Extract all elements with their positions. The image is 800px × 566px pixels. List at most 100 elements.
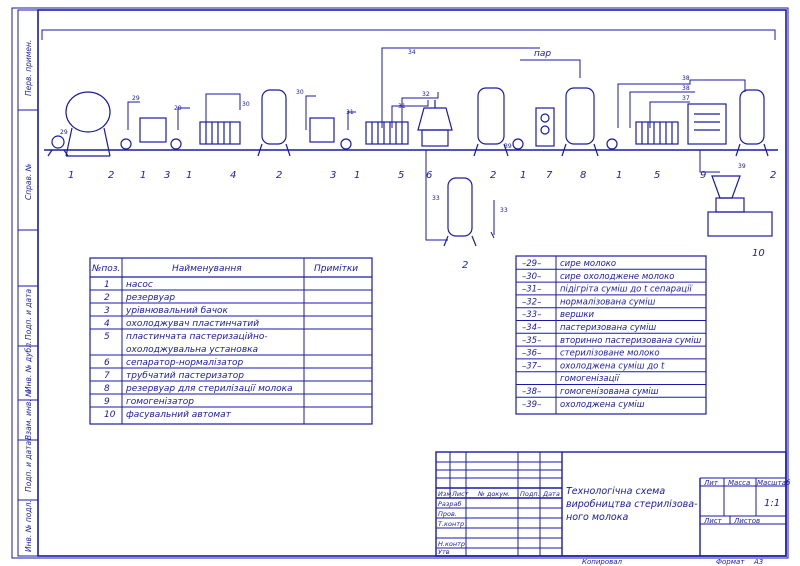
line-description: нормалізована суміш [560, 297, 655, 307]
scheme-number: 2 [462, 260, 468, 271]
scheme-number: 1 [186, 170, 192, 181]
line-description: гомогенізована суміш [560, 387, 659, 397]
mass-label: Масса [728, 479, 750, 487]
side-label: Перв. примен. [24, 40, 33, 96]
process-lines [41, 29, 778, 241]
side-label: Подп. и дата [24, 289, 33, 340]
row-label: Пров. [438, 510, 457, 518]
side-label: Инв. № подл. [24, 500, 33, 552]
component-name: охолоджувальна установка [126, 345, 258, 355]
filling-machine [707, 175, 773, 237]
line-code: –29– [522, 259, 541, 269]
line-code: 29 [60, 129, 68, 136]
component-pos: 1 [104, 280, 110, 290]
scheme-number: 1 [354, 170, 360, 181]
line-code: 32 [422, 91, 430, 98]
scheme-number: 1 [68, 170, 74, 181]
title-line: виробництва стерилізова- [566, 499, 698, 510]
scheme-number: 3 [330, 170, 336, 181]
row-label: Утв [438, 548, 450, 556]
line-code: –33– [522, 310, 541, 320]
scheme-number: 4 [230, 170, 236, 181]
line-code: 38 [682, 85, 690, 92]
copied-label: Копировал [582, 558, 623, 566]
line-code: 37 [682, 95, 690, 102]
table-header-name: Найменування [172, 264, 242, 274]
line-code: 39 [504, 143, 512, 150]
col-label: № докум. [477, 490, 510, 498]
table-header-notes: Примітки [314, 264, 358, 274]
plate-cooler [199, 121, 241, 145]
scale-label: Масштаб [757, 479, 791, 487]
title-line: Технологічна схема [566, 486, 665, 497]
scheme-number: 9 [700, 170, 706, 181]
pump-icon [170, 138, 182, 150]
title-block-text: Технологічна схема виробництва стерилізо… [438, 479, 791, 566]
scheme-number: 2 [490, 170, 496, 181]
scheme-number: 2 [108, 170, 114, 181]
pump-icon [120, 138, 132, 150]
scheme-number: 7 [546, 170, 553, 181]
separator [417, 100, 453, 147]
homogenizer [687, 103, 727, 145]
component-pos: 5 [104, 332, 110, 342]
side-label: Подп. и дата [24, 441, 33, 492]
scheme-number: 2 [770, 170, 776, 181]
horizontal-tank [65, 91, 111, 157]
tubular-pasteurizer [535, 107, 555, 147]
line-code: –36– [522, 349, 541, 359]
equipment [47, 87, 773, 247]
pump-icon [606, 138, 618, 150]
line-codes: 29 29 29 30 30 34 31 32 31 33 38 38 37 3… [60, 49, 746, 214]
level-tank [139, 117, 167, 143]
side-label: Инв. № дубл. [24, 341, 33, 392]
component-name: урівнювальний бачок [125, 306, 229, 316]
line-code: 30 [242, 101, 250, 108]
sheets-label: Листов [733, 517, 760, 525]
component-name: пластинчата пастеризаційно- [126, 332, 268, 342]
component-pos: 3 [104, 306, 110, 316]
side-label: Взам. инв. № [24, 389, 33, 440]
component-pos: 10 [104, 410, 116, 420]
line-code: 29 [132, 95, 140, 102]
scheme-number: 1 [616, 170, 622, 181]
component-name: фасувальний автомат [126, 410, 232, 420]
scheme-number: 6 [426, 170, 432, 181]
pump-icon [512, 138, 524, 150]
col-label: Лист [451, 490, 469, 498]
component-name: гомогенізатор [126, 397, 194, 407]
vertical-tank [735, 89, 769, 157]
sheet-label: Лист [703, 517, 723, 525]
title-line: ного молока [566, 512, 628, 523]
line-code: 38 [682, 75, 690, 82]
line-code: 33 [500, 207, 508, 214]
line-code: 33 [432, 195, 440, 202]
line-code: 29 [174, 105, 182, 112]
lines-table: –29–сире молоко–30–сире охолоджене молок… [515, 255, 707, 415]
vertical-tank [473, 87, 509, 157]
line-description: вершки [560, 310, 595, 320]
pump-icon [340, 138, 352, 150]
pump-1 [47, 135, 69, 157]
outer-frame [11, 7, 789, 559]
component-name: насос [126, 280, 153, 290]
line-code: –37– [522, 361, 541, 371]
line-description: стерилізоване молоко [560, 349, 660, 359]
line-code: 31 [398, 103, 406, 110]
format-value: А3 [753, 558, 763, 566]
line-code: –34– [522, 323, 541, 333]
line-description: охолоджена суміш до t [560, 361, 665, 371]
col-label: Изм [438, 490, 451, 498]
vertical-tank [257, 89, 291, 157]
line-code: 34 [408, 49, 416, 56]
line-code: –31– [522, 285, 541, 295]
scheme-number: 1 [140, 170, 146, 181]
steam-label: пар [534, 49, 551, 59]
scheme-number: 5 [654, 170, 660, 181]
line-description: пастеризована суміш [560, 323, 656, 333]
table-header-pos: №поз. [91, 264, 120, 274]
col-label: Дата [542, 490, 560, 498]
